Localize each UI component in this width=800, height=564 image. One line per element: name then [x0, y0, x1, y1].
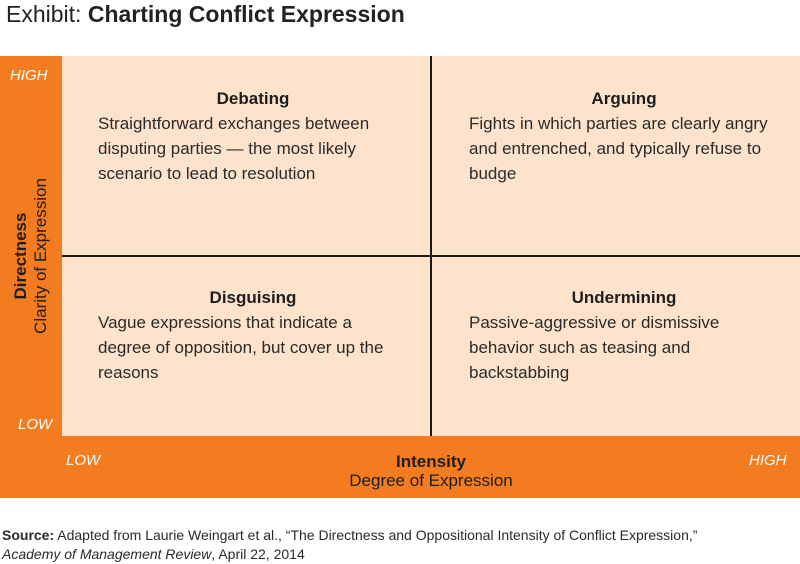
quadrant-title: Disguising: [209, 288, 297, 307]
source-journal: Academy of Management Review: [2, 546, 212, 562]
quadrant-description: Fights in which parties are clearly angr…: [469, 114, 768, 183]
x-axis-title: Intensity Degree of Expression: [349, 452, 512, 490]
quadrant-undermining: Undermining Passive-aggressive or dismis…: [469, 286, 779, 385]
x-axis-sublabel: Degree of Expression: [349, 471, 513, 490]
y-axis-sublabel: Clarity of Expression: [31, 178, 50, 334]
y-axis-title: Directness Clarity of Expression: [11, 178, 51, 334]
quadrant-title: Undermining: [571, 288, 677, 307]
y-axis-low-label: LOW: [18, 416, 53, 433]
exhibit-title-text: Charting Conflict Expression: [87, 1, 405, 27]
x-axis-high-label: HIGH: [749, 452, 787, 469]
exhibit-title: Exhibit: Charting Conflict Expression: [6, 0, 405, 30]
quadrant-disguising: Disguising Vague expressions that indica…: [98, 286, 408, 385]
source-date: , April 22, 2014: [211, 546, 305, 562]
source-note: Source: Adapted from Laurie Weingart et …: [2, 526, 798, 564]
horizontal-divider: [62, 255, 800, 257]
quadrant-description: Vague expressions that indicate a degree…: [98, 313, 384, 382]
quadrant-description: Straightforward exchanges between disput…: [98, 114, 370, 183]
y-axis-label: Directness: [11, 212, 30, 300]
exhibit-title-prefix: Exhibit:: [6, 1, 82, 27]
quadrant-title: Debating: [216, 89, 290, 108]
x-axis-low-label: LOW: [66, 452, 101, 469]
y-axis-high-label: HIGH: [10, 67, 48, 84]
source-text: Adapted from Laurie Weingart et al., “Th…: [57, 527, 698, 543]
source-label: Source:: [2, 527, 55, 543]
quadrant-debating: Debating Straightforward exchanges betwe…: [98, 87, 408, 186]
quadrant-title: Arguing: [591, 89, 657, 108]
x-axis-label: Intensity: [396, 452, 466, 471]
quadrant-description: Passive-aggressive or dismissive behavio…: [469, 313, 720, 382]
vertical-divider: [430, 56, 432, 436]
quadrant-arguing: Arguing Fights in which parties are clea…: [469, 87, 779, 186]
